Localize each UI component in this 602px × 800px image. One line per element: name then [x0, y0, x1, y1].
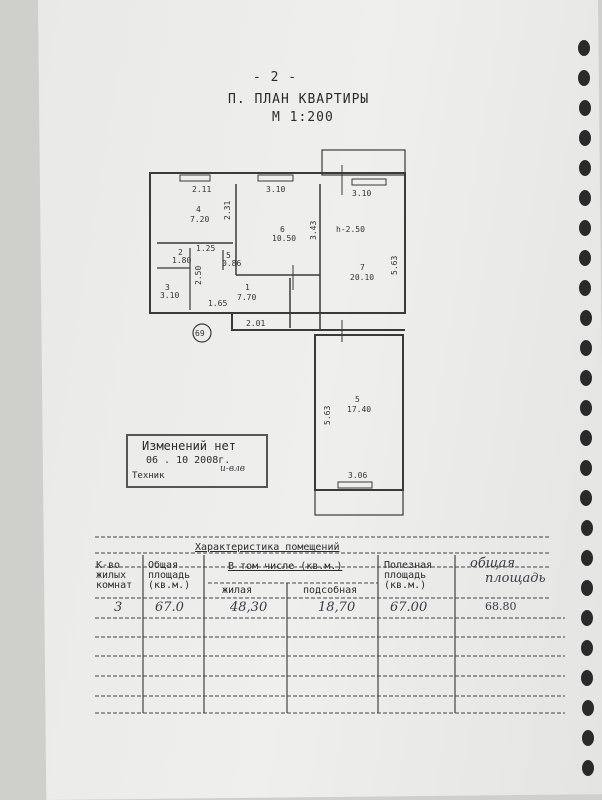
binder-hole — [580, 430, 593, 446]
dimension: 3.43 — [309, 221, 318, 240]
binder-hole — [580, 460, 593, 476]
ceiling-height: h-2.50 — [336, 225, 365, 234]
binder-hole — [579, 280, 592, 296]
room-area: 1.80 — [172, 256, 191, 265]
binder-hole — [581, 730, 594, 746]
dimension: 2.31 — [223, 201, 232, 220]
section-title: П. ПЛАН КВАРТИРЫ — [228, 92, 370, 107]
binder-hole — [581, 670, 594, 686]
dimension: 1.65 — [208, 299, 227, 308]
room-number: 4 — [196, 205, 201, 214]
room-number: 5 — [226, 251, 231, 260]
dimension: 5.63 — [390, 256, 399, 275]
dimension: 3.06 — [348, 471, 367, 480]
dimension: 2.50 — [194, 266, 203, 285]
room-number: 2 — [178, 248, 183, 257]
binder-hole — [579, 250, 592, 266]
binder-hole — [580, 550, 593, 566]
binder-hole — [579, 310, 592, 326]
page-number: - 2 - — [253, 70, 298, 85]
room-area: 10.50 — [272, 234, 296, 243]
binder-hole — [578, 130, 591, 146]
binder-hole — [581, 760, 594, 776]
binder-hole — [580, 490, 593, 506]
dimension: 3.10 — [352, 189, 371, 198]
table-title: Характеристика помещений — [195, 542, 340, 553]
cell-total-area: 67.0 — [155, 600, 184, 615]
dimension: 5.63 — [323, 406, 332, 425]
stamp-signature: и-влв — [220, 464, 246, 474]
room-number: 3 — [165, 283, 170, 292]
header-auxiliary: подсобная — [303, 585, 358, 596]
room-number: 1 — [245, 283, 250, 292]
room-area: 20.10 — [350, 273, 374, 282]
binder-hole — [580, 520, 593, 536]
header-living: жилая — [222, 585, 253, 596]
room-area: 3.10 — [160, 291, 179, 300]
dimension: 1.25 — [196, 244, 215, 253]
binder-hole — [578, 70, 591, 86]
binder-hole — [578, 160, 591, 176]
header-including: В том числе (кв.м.) — [228, 561, 343, 572]
binder-hole — [581, 640, 594, 656]
cell-auxiliary: 18,70 — [318, 600, 356, 615]
room-area: 7.20 — [190, 215, 209, 224]
stamp-title: Изменений нет — [142, 439, 236, 453]
dimension: 2.01 — [246, 319, 265, 328]
room-number: 5 — [355, 395, 360, 404]
cell-living: 48,30 — [230, 600, 268, 615]
binder-hole — [581, 610, 594, 626]
binder-hole — [578, 190, 591, 206]
outer-wall — [149, 172, 406, 314]
cell-rooms-count: 3 — [114, 600, 123, 615]
dimension: 2.11 — [192, 185, 211, 194]
no-changes-stamp: Изменений нет 06 . 10 2008г. Техник и-вл… — [126, 434, 268, 488]
binder-hole — [578, 40, 591, 56]
apartment-number: 69 — [195, 329, 205, 338]
binder-hole — [580, 580, 593, 596]
stamp-technician-label: Техник — [132, 471, 165, 481]
cell-total-handwritten: 68.80 — [485, 600, 517, 613]
binder-hole — [580, 400, 592, 416]
room-number: 7 — [360, 263, 365, 272]
binder-hole — [578, 100, 591, 116]
cell-useful-area: 67.00 — [390, 600, 428, 615]
apartment-number-circle — [192, 323, 212, 343]
binder-hole — [579, 340, 592, 356]
room-area: 0.86 — [222, 259, 241, 268]
scale-label: М 1:200 — [272, 110, 334, 125]
dimension: 3.10 — [266, 185, 285, 194]
room-number: 6 — [280, 225, 285, 234]
table-grid — [95, 536, 565, 714]
room-area: 7.70 — [237, 293, 256, 302]
room-area: 17.40 — [347, 405, 371, 414]
stamp-date: 06 . 10 2008г. — [146, 455, 231, 466]
binder-hole — [579, 370, 592, 386]
binder-hole — [579, 220, 592, 236]
binder-hole — [581, 700, 594, 716]
